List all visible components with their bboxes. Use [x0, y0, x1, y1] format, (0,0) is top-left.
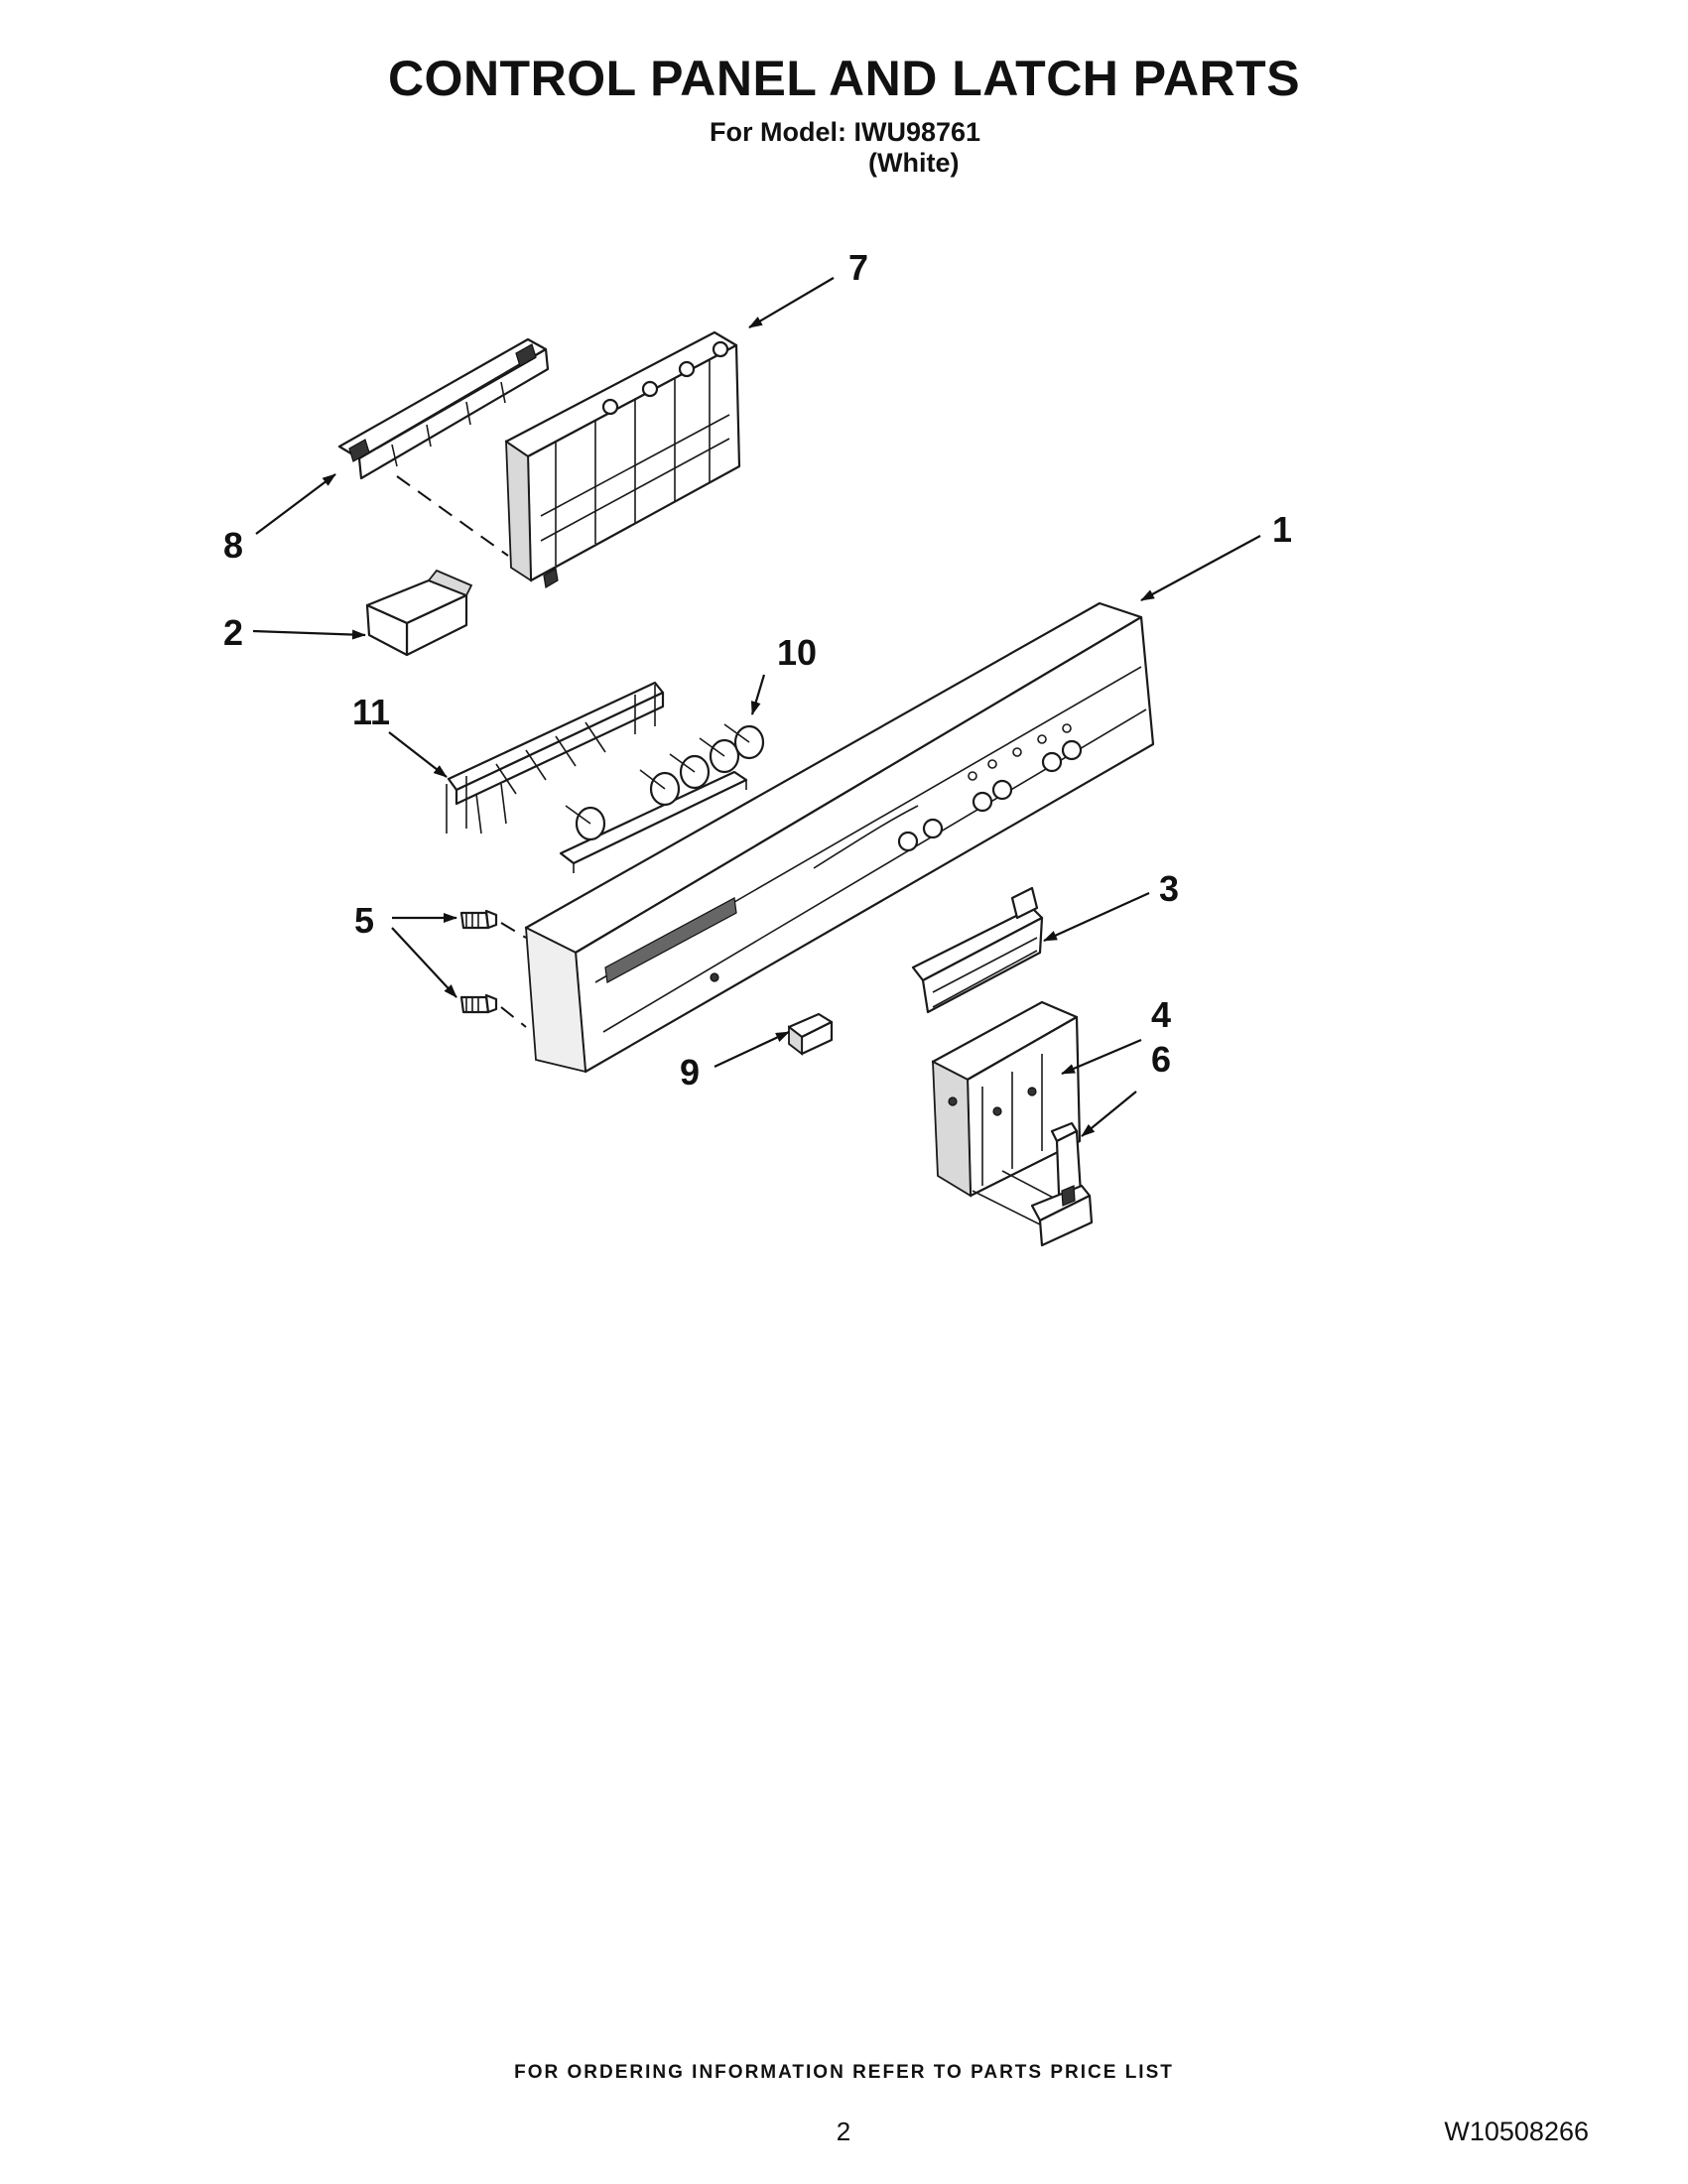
model-info: For Model: IWU98761 (White)	[710, 117, 980, 179]
ordering-note: FOR ORDERING INFORMATION REFER TO PARTS …	[514, 2062, 1174, 2083]
part-5-screws	[459, 909, 527, 1028]
callout-6: 6	[1151, 1039, 1171, 1080]
page-number: 2	[836, 2117, 851, 2146]
part-9-switch	[787, 1012, 834, 1056]
page-title: CONTROL PANEL AND LATCH PARTS	[387, 51, 1301, 106]
part-1-control-panel	[524, 601, 1155, 1074]
callout-8: 8	[223, 525, 243, 566]
part-3-latch-strike	[911, 886, 1044, 1014]
callout-4: 4	[1151, 994, 1171, 1035]
callout-labels: 7 8 1 2 10 11 3 5 4 9 6	[223, 247, 1292, 1092]
model-line: For Model: IWU98761	[710, 117, 981, 147]
callout-2: 2	[223, 612, 243, 653]
callout-7: 7	[848, 247, 868, 288]
part-6-latch-actuator	[1030, 1121, 1094, 1247]
exploded-parts-diagram: 7 8 1 2 10 11 3 5 4 9 6	[223, 247, 1292, 1247]
model-variant: (White)	[868, 148, 960, 178]
callout-9: 9	[680, 1052, 700, 1092]
part-7-8-alignment-line	[396, 475, 509, 557]
callout-3: 3	[1159, 868, 1179, 909]
part-7-control-module	[504, 330, 741, 588]
part-10-push-buttons	[559, 723, 765, 873]
part-11-switch-bracket	[446, 681, 665, 835]
callout-10: 10	[777, 632, 817, 673]
part-4-door-latch	[931, 1000, 1083, 1231]
callout-11: 11	[352, 692, 390, 732]
part-8-bracket-strip	[337, 337, 550, 480]
document-number: W10508266	[1444, 2117, 1589, 2146]
part-2-bracket	[365, 569, 473, 657]
callout-5: 5	[354, 900, 374, 941]
callout-1: 1	[1272, 509, 1292, 550]
leader-lines	[252, 277, 1261, 1137]
